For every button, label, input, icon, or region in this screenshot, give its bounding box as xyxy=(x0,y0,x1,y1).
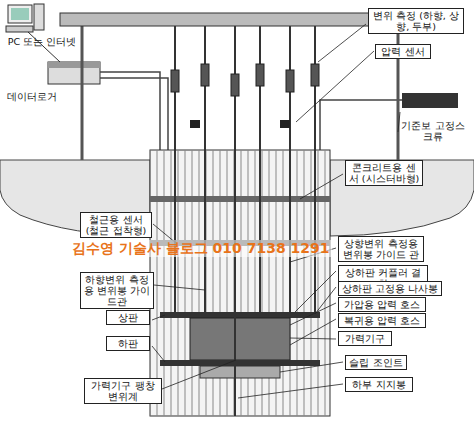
callout-text: 가력기구 팽창 변위계 xyxy=(87,380,159,402)
callout-text: 슬립 조인트 xyxy=(348,357,404,368)
callout-box: 슬립 조인트 xyxy=(345,355,407,370)
callout-text: 가압용 압력 호스 xyxy=(341,299,423,310)
device-label: 데이터로거 xyxy=(2,91,62,102)
callout-text: 압력 센서 xyxy=(378,46,428,57)
callout-box: 상향변위 측정용 변위봉 가이드 관 xyxy=(338,236,424,262)
callout-box: 하부 지지봉 xyxy=(345,377,413,392)
callout-text: 상하판 고정용 나사봉 xyxy=(341,283,439,294)
callout-box: 가력기구 팽창 변위계 xyxy=(84,378,162,404)
beam-screw-label: 기준보 고정스크류 xyxy=(400,120,466,142)
callout-box: 상하판 고정용 나사봉 xyxy=(338,281,442,296)
callout-box: 하판 xyxy=(106,336,150,351)
callout-box: 상판 xyxy=(106,310,150,325)
callout-box: 콘크리트용 센서 (시스터바형) xyxy=(345,160,423,186)
callout-text: 변위 측정 (하향, 상향, 두부) xyxy=(371,10,461,32)
callout-text: 가력기구 xyxy=(341,333,389,344)
callout-box: 철근용 센서 (철근 접착형) xyxy=(80,212,152,238)
pc-label: PC 또는 인터넷 xyxy=(2,36,82,47)
callout-box: 복귀용 압력 호스 xyxy=(338,313,426,328)
callout-text: 상향변위 측정용 변위봉 가이드 관 xyxy=(341,238,421,260)
watermark: 김수영 기술사 블로그 010 7138 1291 xyxy=(70,240,332,257)
callout-box: 변위 측정 (하향, 상향, 두부) xyxy=(368,8,464,34)
callout-text: 콘크리트용 센서 (시스터바형) xyxy=(348,162,420,184)
callout-text: 복귀용 압력 호스 xyxy=(341,315,423,326)
callout-text: 하판 xyxy=(109,338,147,349)
callout-box: 하향변위 측정용 변위봉 가이드관 xyxy=(80,272,154,309)
callout-box: 가력기구 xyxy=(338,331,392,346)
callout-text: 상판 xyxy=(109,312,147,323)
callout-box: 가압용 압력 호스 xyxy=(338,297,426,312)
callout-text: 하부 지지봉 xyxy=(348,379,410,390)
callout-box: 압력 센서 xyxy=(375,44,431,59)
callout-text: 하향변위 측정용 변위봉 가이드관 xyxy=(83,274,151,307)
callout-text: 철근용 센서 (철근 접착형) xyxy=(83,214,149,236)
